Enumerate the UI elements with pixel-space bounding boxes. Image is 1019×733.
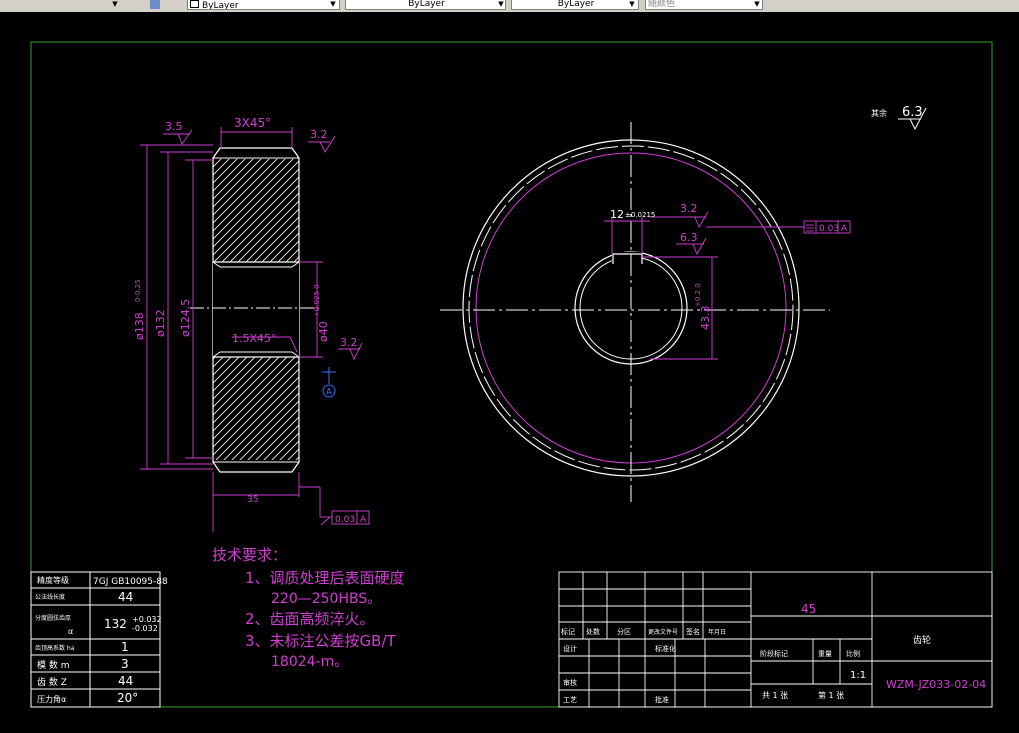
table-tol-lower: -0.032 (132, 624, 158, 633)
tech-req-item1-line1: 1、调质处理后表面硬度 (245, 569, 405, 587)
tb-weight: 重量 (818, 650, 832, 658)
tb-zone: 分区 (617, 627, 631, 636)
chamfer-top-label: 3X45° (234, 116, 271, 130)
layer-stack-icon[interactable] (150, 0, 160, 9)
table-label-precision: 精度等级 (37, 575, 69, 585)
keyway-depth-dim: 43.3 (699, 306, 712, 331)
table-value-common-normal: 44 (118, 590, 133, 604)
runout-datum: A (360, 515, 367, 525)
linetype-dropdown[interactable]: ByLayer (345, 0, 506, 10)
roughness-corner-label: 其余 (871, 108, 887, 118)
tb-process: 工艺 (563, 696, 577, 704)
tb-material: 45 (801, 602, 816, 616)
chevron-down-icon[interactable]: ▼ (498, 0, 504, 8)
tb-marks: 标记 (561, 627, 575, 636)
pitch-diameter-dim: ø132 (154, 309, 167, 337)
tech-req-title: 技术要求： (212, 546, 287, 564)
drawing-frame (30, 41, 993, 708)
tech-req-item3-line1: 3、未标注公差按GB/T (245, 632, 397, 650)
tb-check: 审核 (563, 678, 577, 687)
bore-diameter-tol: +0.025 0 (313, 284, 321, 317)
tb-ratio: 比例 (846, 649, 860, 658)
bore-diameter-dim: ø40 (317, 321, 330, 342)
tb-sheets: 共 1 张 (762, 691, 788, 700)
roughness-left-top: 3.5 (165, 120, 183, 133)
roughness-bore: 3.2 (340, 336, 358, 349)
table-value-teeth: 44 (118, 674, 133, 688)
table-value-module: 3 (121, 657, 129, 671)
title-block (558, 571, 993, 708)
keyway-depth-tol: +0.2 0 (694, 283, 702, 307)
properties-toolbar: ▼ ByLayer ▼ ByLayer ▼ ByLayer ▼ 随颜色 ▼ (0, 0, 1019, 12)
table-value-pressure-angle: 20° (117, 691, 138, 705)
plotstyle-dropdown[interactable]: 随颜色 (645, 0, 763, 10)
tb-date: 年月日 (708, 628, 726, 636)
chamfer-bore-label: 1.5X45° (232, 332, 277, 345)
root-diameter-dim: ø124.5 (179, 299, 192, 337)
width-dim: 35 (247, 495, 258, 505)
keyway-width-tol: ±0.0215 (625, 211, 655, 219)
table-value-chordal-thickness: 132 (104, 617, 127, 631)
tb-sign: 签名 (686, 627, 700, 636)
table-value-addendum: 1 (121, 640, 129, 654)
outer-diameter-tol: 0-0.25 (134, 279, 142, 302)
roughness-corner-value: 6.3 (902, 105, 923, 120)
tech-req-item2: 2、齿面高频淬火。 (245, 610, 375, 628)
section-view (190, 147, 320, 473)
chevron-down-icon[interactable]: ▼ (330, 0, 336, 8)
tb-scale: 1:1 (850, 670, 866, 681)
table-value-precision: 7GJ GB10095-88 (93, 577, 168, 587)
outer-diameter-dim: ø138 (133, 312, 146, 340)
tb-change-doc: 更改文件号 (648, 628, 678, 636)
table-label-common-normal: 公法线长度 (35, 593, 65, 601)
symmetry-datum: A (841, 224, 848, 234)
tb-design: 设计 (563, 644, 577, 653)
tech-req-item1-line2: 220—250HBS。 (271, 591, 381, 607)
roughness-keyway: 3.2 (680, 202, 698, 215)
table-label-chordal-thickness: 分度圆弦齿厚 (35, 614, 71, 622)
tb-drawing-no: WZM-JZ033-02-04 (886, 678, 986, 691)
roughness-right-top: 3.2 (310, 128, 328, 141)
chevron-down-icon[interactable]: ▼ (112, 0, 118, 8)
tb-part-name: 齿轮 (913, 634, 931, 646)
table-tol-upper: +0.032 (132, 615, 162, 624)
datum-a-marker: A (322, 367, 336, 398)
lineweight-dropdown[interactable]: ByLayer (511, 0, 639, 10)
cad-drawing-canvas[interactable]: A 3X45° 3.5 3.2 1.5X45° 3.2 35 0.03 A ø1… (0, 12, 1019, 733)
table-label-addendum: 齿顶高系数 ha (35, 644, 75, 652)
keyway-width-dim: 12 (610, 208, 624, 221)
layer-dropdown[interactable]: ByLayer (187, 0, 340, 10)
table-label-module: 模 数 m (37, 659, 70, 671)
chevron-down-icon[interactable]: ▼ (629, 0, 635, 8)
roughness-keyway-2: 6.3 (680, 231, 698, 244)
roughness-symbol-icon (898, 107, 927, 131)
table-label-pressure-angle: 压力角α (37, 694, 66, 704)
color-swatch-icon (190, 0, 199, 8)
section-dimensions (140, 127, 370, 532)
gear-parameter-table (30, 571, 161, 708)
tb-sheet-no: 第 1 张 (818, 690, 844, 700)
tb-standard: 标准化 (655, 644, 676, 653)
runout-tolerance: 0.03 (335, 515, 355, 525)
tech-req-item3-line2: 18024-m。 (271, 654, 348, 670)
table-label-teeth: 齿 数 Z (37, 676, 67, 688)
tb-approve: 批准 (655, 695, 669, 704)
tb-stage-mark: 阶段标记 (760, 649, 788, 658)
tb-count: 处数 (586, 627, 600, 636)
front-dimensions (604, 211, 851, 360)
chevron-down-icon[interactable]: ▼ (754, 0, 760, 8)
front-view (440, 122, 830, 502)
symmetry-tolerance: 0.03 (819, 224, 839, 234)
datum-label: A (326, 387, 332, 396)
table-alpha-mark: α (68, 627, 73, 636)
